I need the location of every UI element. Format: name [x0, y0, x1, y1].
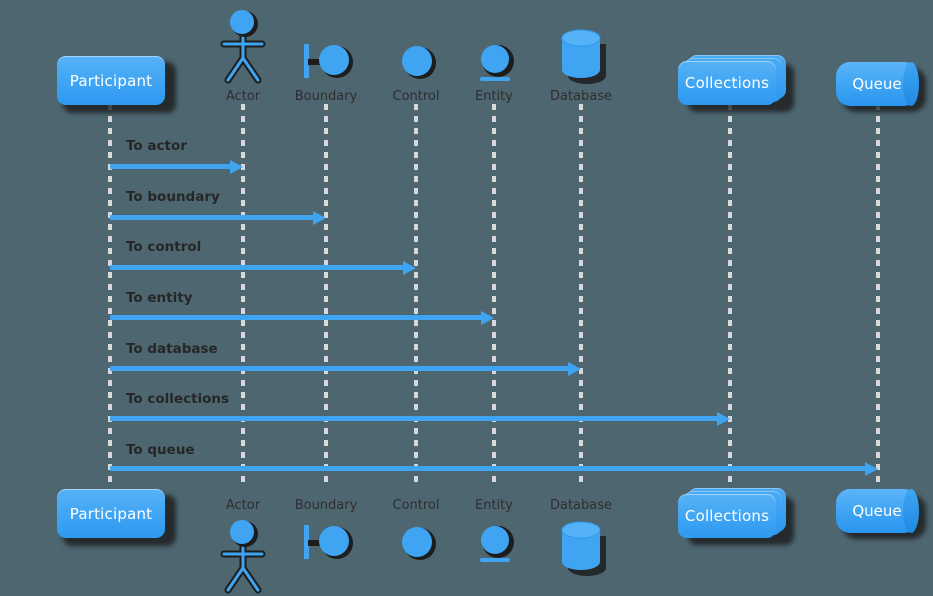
collections-box-bottom-body[interactable]: Collections	[678, 494, 776, 538]
collections-box-top-label: Collections	[684, 74, 770, 92]
message-arrowhead-1	[230, 160, 243, 174]
message-line-2	[110, 215, 314, 220]
collections-box-bottom[interactable]: Collections	[678, 488, 794, 546]
collections-box-top-body[interactable]: Collections	[678, 61, 776, 105]
lifeline-boundary	[324, 104, 328, 488]
message-line-4	[110, 315, 482, 320]
boundary-label-top: Boundary	[294, 89, 358, 104]
database-icon-bottom[interactable]	[556, 518, 610, 578]
participant-box-top-body[interactable]: Participant	[57, 56, 165, 105]
message-label-5: To database	[126, 341, 218, 357]
lifeline-participant	[108, 104, 112, 488]
actor-icon-top[interactable]	[216, 8, 270, 84]
boundary-icon-top[interactable]	[298, 40, 356, 84]
lifeline-actor	[241, 104, 245, 488]
message-arrowhead-7	[865, 462, 878, 476]
entity-label-top: Entity	[475, 89, 513, 104]
lifeline-entity	[492, 104, 496, 488]
entity-icon-bottom[interactable]	[474, 521, 518, 569]
entity-label-bottom: Entity	[475, 498, 513, 513]
message-line-6	[110, 416, 718, 421]
boundary-label-bottom: Boundary	[294, 498, 358, 513]
participant-box-top[interactable]: Participant	[57, 56, 177, 113]
actor-icon-bottom[interactable]	[216, 518, 270, 594]
participant-box-top-label: Participant	[69, 71, 153, 90]
message-line-1	[110, 164, 231, 169]
database-label-bottom: Database	[549, 498, 613, 513]
message-label-2: To boundary	[126, 189, 220, 205]
message-label-7: To queue	[126, 442, 195, 458]
actor-label-bottom: Actor	[225, 498, 261, 513]
control-icon-top[interactable]	[396, 40, 440, 84]
message-label-1: To actor	[126, 138, 187, 154]
control-label-bottom: Control	[392, 498, 440, 513]
control-label-top: Control	[392, 89, 440, 104]
queue-box-top[interactable]: Queue	[836, 62, 928, 114]
queue-box-bottom-body[interactable]	[836, 489, 919, 533]
message-arrowhead-6	[717, 412, 730, 426]
queue-box-top-label: Queue	[852, 75, 902, 93]
queue-box-bottom[interactable]: Queue	[836, 489, 928, 541]
boundary-icon-bottom[interactable]	[298, 521, 356, 565]
participant-box-bottom[interactable]: Participant	[57, 489, 177, 546]
queue-box-top-body[interactable]	[836, 62, 919, 106]
participant-box-bottom-body[interactable]: Participant	[57, 489, 165, 538]
message-arrowhead-5	[568, 362, 581, 376]
message-label-4: To entity	[126, 290, 193, 306]
database-label-top: Database	[549, 89, 613, 104]
message-arrowhead-2	[313, 211, 326, 225]
message-line-3	[110, 265, 404, 270]
control-icon-bottom[interactable]	[396, 521, 440, 565]
lifeline-collections	[728, 104, 732, 488]
message-arrowhead-3	[403, 261, 416, 275]
message-label-3: To control	[126, 239, 202, 255]
lifeline-database	[579, 104, 583, 488]
message-arrowhead-4	[481, 311, 494, 325]
collections-box-top[interactable]: Collections	[678, 55, 794, 113]
queue-box-bottom-label-wrap: Queue	[836, 489, 918, 533]
lifeline-queue	[876, 104, 880, 488]
entity-icon-top[interactable]	[474, 40, 518, 88]
actor-label-top: Actor	[225, 89, 261, 104]
participant-box-bottom-label: Participant	[69, 504, 153, 523]
queue-box-top-label-wrap: Queue	[836, 62, 918, 106]
message-label-6: To collections	[126, 391, 230, 407]
message-line-5	[110, 366, 569, 371]
collections-box-bottom-label: Collections	[684, 507, 770, 525]
message-line-7	[110, 466, 866, 471]
database-icon-top[interactable]	[556, 26, 610, 86]
lifeline-control	[414, 104, 418, 488]
queue-box-bottom-label: Queue	[852, 502, 902, 520]
